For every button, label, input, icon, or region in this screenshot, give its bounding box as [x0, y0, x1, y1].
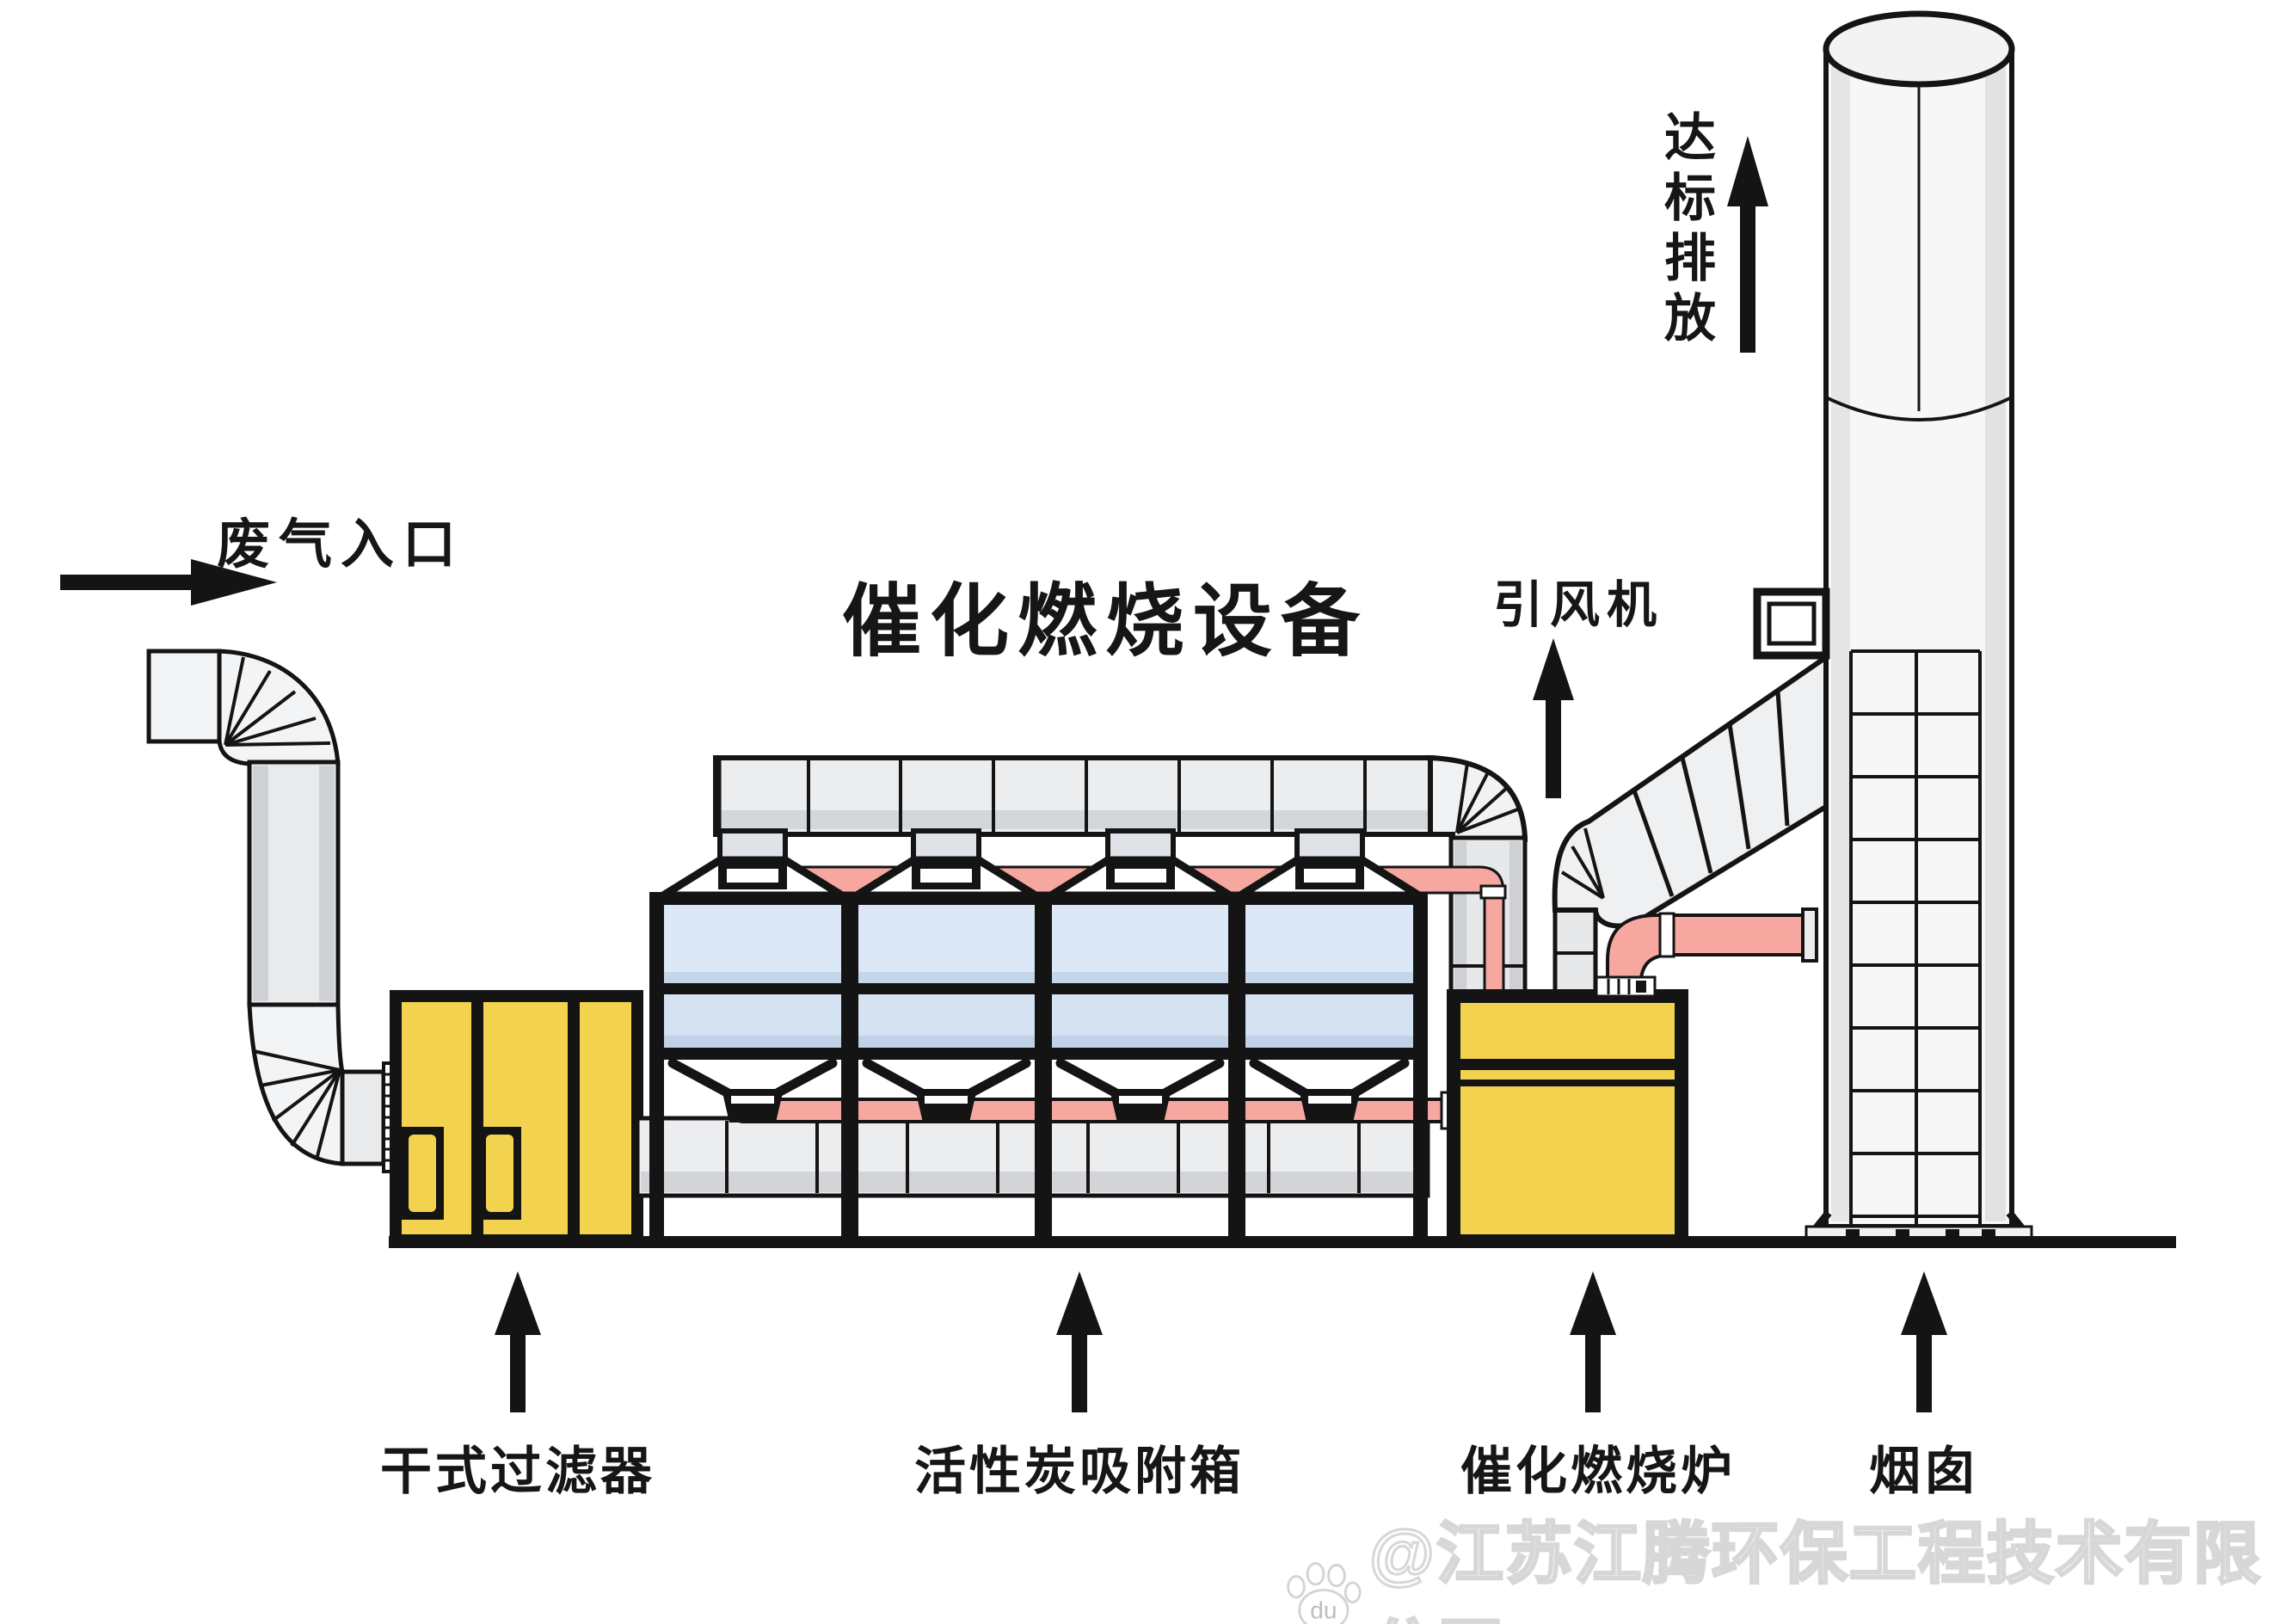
- furnace-label: 催化燃烧炉: [1460, 1443, 1736, 1500]
- inlet-arrow-icon: [60, 559, 277, 606]
- chimney-duct-segments: [1632, 691, 1790, 897]
- fan-arrow-icon: [1533, 638, 1574, 798]
- dry-filter-label: 干式过滤器: [380, 1443, 655, 1500]
- furnace-pointer-icon: [1570, 1271, 1616, 1412]
- baidu-paw-text: du: [1310, 1596, 1337, 1623]
- chimney-seam: [1825, 396, 2013, 421]
- chimney-bracket: [1753, 587, 1830, 660]
- adsorber-frame: [649, 892, 1428, 1246]
- adsorber-funnel: [862, 1058, 1031, 1123]
- ground-line: [389, 1236, 2176, 1248]
- filter-door: [401, 1127, 444, 1220]
- watermark-text: @江苏江腾环保工程技术有限公司: [1368, 1515, 2262, 1624]
- carbon-pointer-icon: [1056, 1271, 1103, 1412]
- carbon-box-label: 活性炭吸附箱: [914, 1443, 1245, 1500]
- chimney-outlet: [1823, 10, 2015, 88]
- pipe-coupling: [1658, 912, 1675, 958]
- hot-gas-pipe: [1606, 907, 1818, 998]
- flow-arrows: [60, 136, 1947, 1412]
- diagram-title: 催化燃烧设备: [841, 578, 1369, 666]
- adsorber-hopper: [1047, 828, 1234, 900]
- baidu-paw-icon: du: [1287, 1562, 1362, 1624]
- emission-arrow-icon: [1727, 136, 1768, 353]
- dry-filter-box: [390, 990, 643, 1246]
- emission-label: 达标排放: [1664, 110, 1716, 348]
- top-duct-elbow-fan: [1455, 762, 1521, 834]
- adsorber-hopper: [1236, 828, 1423, 900]
- adsorber-bottom-duct: [635, 1116, 1430, 1198]
- adsorber-hopper: [659, 828, 846, 900]
- chimney-duct-fan: [1560, 827, 1605, 900]
- furnace-top-flange: [1595, 975, 1657, 998]
- carbon-cells: [664, 905, 1413, 1048]
- inlet-label: 废气入口: [217, 516, 465, 575]
- carbon-adsorber: [635, 754, 1528, 1246]
- adsorber-top-duct: [713, 754, 1528, 842]
- chimney-duct: [1552, 650, 1831, 1000]
- catalytic-furnace-box: [1447, 975, 1688, 1248]
- watermark: du @江苏江腾环保工程技术有限公司: [1283, 1500, 2281, 1624]
- filter-door: [478, 1127, 521, 1220]
- adsorber-funnel: [1055, 1058, 1225, 1123]
- chimney-label: 烟囱: [1869, 1443, 1979, 1500]
- inlet-elbow-bottom-fan: [253, 1049, 341, 1160]
- filter-divider: [568, 996, 580, 1240]
- fan-label: 引风机: [1493, 577, 1664, 633]
- pipe-flange: [1801, 907, 1818, 963]
- adsorber-funnel: [667, 1058, 838, 1123]
- pipe-joint: [1479, 884, 1507, 900]
- chimney-stack: [1753, 10, 2035, 1243]
- adsorber-funnel: [1249, 1058, 1410, 1123]
- chimney-ladder-grid: [1849, 649, 1982, 1225]
- adsorber-hopper: [852, 828, 1040, 900]
- chimney-pointer-icon: [1901, 1271, 1947, 1412]
- inlet-duct: [146, 649, 400, 1173]
- filter-pointer-icon: [495, 1271, 541, 1412]
- inlet-elbow-top-fan: [224, 656, 331, 747]
